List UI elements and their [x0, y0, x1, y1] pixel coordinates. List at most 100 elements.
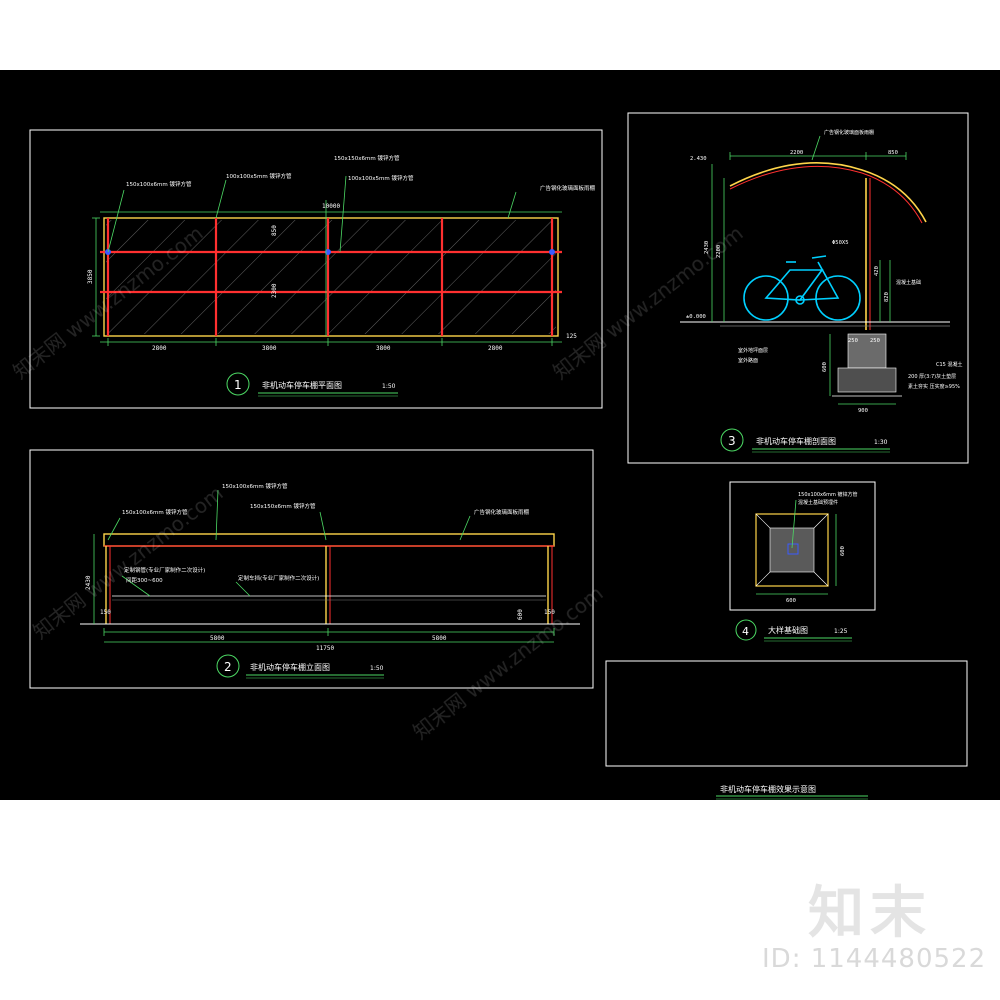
elevation-dim-base: 600: [517, 609, 524, 620]
plan-title: 非机动车停车棚平面图: [262, 380, 342, 390]
watermark-id: ID: 1144480522: [762, 944, 987, 974]
section-dimensions: [711, 135, 907, 405]
elevation-dim-left: 2430: [85, 575, 92, 590]
foundation-scale: 1:25: [834, 628, 848, 635]
diagonal-watermark: 知末网 www.znzmo.com: [28, 481, 227, 644]
elevation-note-2: 150x100x6mm 镀锌方管: [222, 482, 288, 490]
foundation-dimensions: [756, 499, 837, 595]
plan-dim-top: 10000: [322, 203, 340, 210]
foundation-post: [787, 543, 799, 555]
foundation-note-1: 150x100x6mm 镀锌方管: [798, 491, 858, 498]
watermark-brand: 知末: [808, 881, 932, 946]
glass-roof-hatch: [106, 220, 556, 334]
elevation-note-1: 150x100x6mm 镀锌方管: [122, 508, 188, 516]
section-note-compact: 素土夯实 压实度≥95%: [908, 383, 960, 390]
plan-number-circle: [226, 372, 250, 396]
foundation-dim-w: 600: [786, 598, 796, 604]
elevation-frame: [29, 449, 594, 689]
section-frame: [627, 112, 969, 464]
plan-scale: 1:50: [382, 383, 396, 390]
section-dim-top-1: 2200: [790, 150, 803, 156]
section-note-c15: C15 混凝土: [936, 361, 962, 368]
section-number: 3: [728, 434, 736, 448]
section-note-paving: 室外地坪面层: [738, 347, 768, 354]
section-note-soil: 200 厚(3:7)灰土垫层: [908, 373, 956, 380]
section-scale: 1:30: [874, 439, 888, 446]
plan-dim-inner-1: 850: [271, 225, 278, 236]
section-title: 非机动车停车棚剖面图: [756, 436, 836, 446]
section-note-road: 室外路面: [738, 357, 758, 364]
roof-outline: [103, 217, 559, 337]
plan-dim-inner-2: 2300: [271, 283, 278, 298]
foundation-chamfer: [813, 571, 829, 587]
foundation-number: 4: [742, 625, 749, 638]
elevation-number: 2: [224, 660, 232, 674]
plan-dim-bottom-4: 2800: [488, 345, 503, 352]
cad-drawing: 2800 3800 3800 2800 125 3850 850 2300 10…: [8, 112, 969, 800]
section-view: 2200 850 2.430 ±0.000 2430 2200 Φ50X5 42…: [680, 129, 962, 453]
foundation-note-2: 混凝土基础预埋件: [798, 499, 838, 506]
column-node: [549, 249, 555, 255]
foundation-outer: [755, 513, 829, 587]
section-dim-post: 2200: [716, 245, 722, 258]
section-dim-side-1: 420: [874, 266, 880, 276]
foundation-inner: [769, 527, 815, 573]
diagonal-watermark: 知末网 www.znzmo.com: [548, 221, 747, 384]
section-dim-foot-w: 900: [858, 408, 868, 414]
section-note-foundation: 混凝土基础: [896, 279, 921, 286]
elevation-note-7: 定制车挡(专业厂家制作二次设计): [238, 574, 319, 582]
plan-note-5: 广告钢化玻璃面板雨棚: [540, 184, 596, 192]
curved-roof: [729, 162, 927, 223]
section-level-ground: ±0.000: [686, 314, 706, 320]
plan-dimensions: [92, 175, 562, 346]
elevation-number-circle: [216, 654, 240, 678]
foundation-title: 大样基础图: [768, 625, 808, 635]
elevation-title: 非机动车停车棚立面图: [250, 662, 330, 672]
elevation-note-5: 定制钢管(专业厂家制作二次设计): [124, 566, 205, 574]
foundation-dim-h: 600: [840, 546, 846, 556]
elevation-dimensions: [93, 489, 555, 643]
elevation-dim-1: 5800: [210, 635, 225, 642]
elevation-view: 5800 5800 11750 2430 150 150 600 150x100…: [80, 482, 580, 679]
foundation-number-circle: [735, 619, 757, 641]
foundation-chamfer: [813, 513, 829, 529]
section-dim-foot-h: 600: [822, 362, 828, 372]
footing-concrete: [837, 367, 897, 393]
section-dim-side-2: 820: [884, 292, 890, 302]
plan-view: 2800 3800 3800 2800 125 3850 850 2300 10…: [87, 154, 596, 397]
diagonal-watermark: 知末网 www.znzmo.com: [408, 581, 607, 744]
section-level-top: 2.430: [690, 156, 707, 162]
elevation-dim-total: 11750: [316, 645, 334, 652]
elevation-note-3: 150x150x6mm 镀锌方管: [250, 502, 316, 510]
foundation-frame: [729, 481, 876, 611]
curved-roof-beam: [729, 165, 923, 224]
render-frame: [605, 660, 968, 767]
plan-dim-bottom-3: 3800: [376, 345, 391, 352]
plan-note-4: 100x100x5mm 镀锌方管: [348, 174, 414, 182]
foundation-chamfer: [755, 513, 771, 529]
plan-dim-end: 125: [566, 333, 577, 340]
elevation-note-6: 间距300~600: [126, 576, 163, 584]
foundation-view: 600 600 150x100x6mm 镀锌方管 混凝土基础预埋件 4 大样基础…: [735, 491, 858, 642]
elevation-dim-2: 5800: [432, 635, 447, 642]
elevation-dim-foot-l: 150: [100, 609, 111, 616]
cad-drawing-canvas: 2800 3800 3800 2800 125 3850 850 2300 10…: [0, 70, 1000, 800]
section-dim-top-2: 850: [888, 150, 898, 156]
section-note-roof: 广告钢化玻璃面板雨棚: [824, 129, 874, 136]
section-number-circle: [720, 428, 744, 452]
section-dim-base-2: 250: [870, 338, 880, 344]
render-title: 非机动车停车棚效果示意图: [720, 784, 816, 794]
section-dim-base-1: 250: [848, 338, 858, 344]
section-dim-height: 2430: [704, 241, 710, 254]
elevation-note-4: 广告钢化玻璃面板雨棚: [474, 508, 530, 516]
plan-dim-left: 3850: [87, 269, 94, 284]
bicycle-icon: [743, 255, 861, 321]
plan-note-1: 150x100x6mm 镀锌方管: [126, 180, 192, 188]
elevation-dim-foot-r: 150: [544, 609, 555, 616]
foundation-chamfer: [755, 571, 771, 587]
plan-dim-bottom-1: 2800: [152, 345, 167, 352]
plan-note-3: 150x150x6mm 镀锌方管: [334, 154, 400, 162]
plan-number: 1: [234, 378, 242, 392]
elevation-scale: 1:50: [370, 665, 384, 672]
plan-dim-bottom-2: 3800: [262, 345, 277, 352]
